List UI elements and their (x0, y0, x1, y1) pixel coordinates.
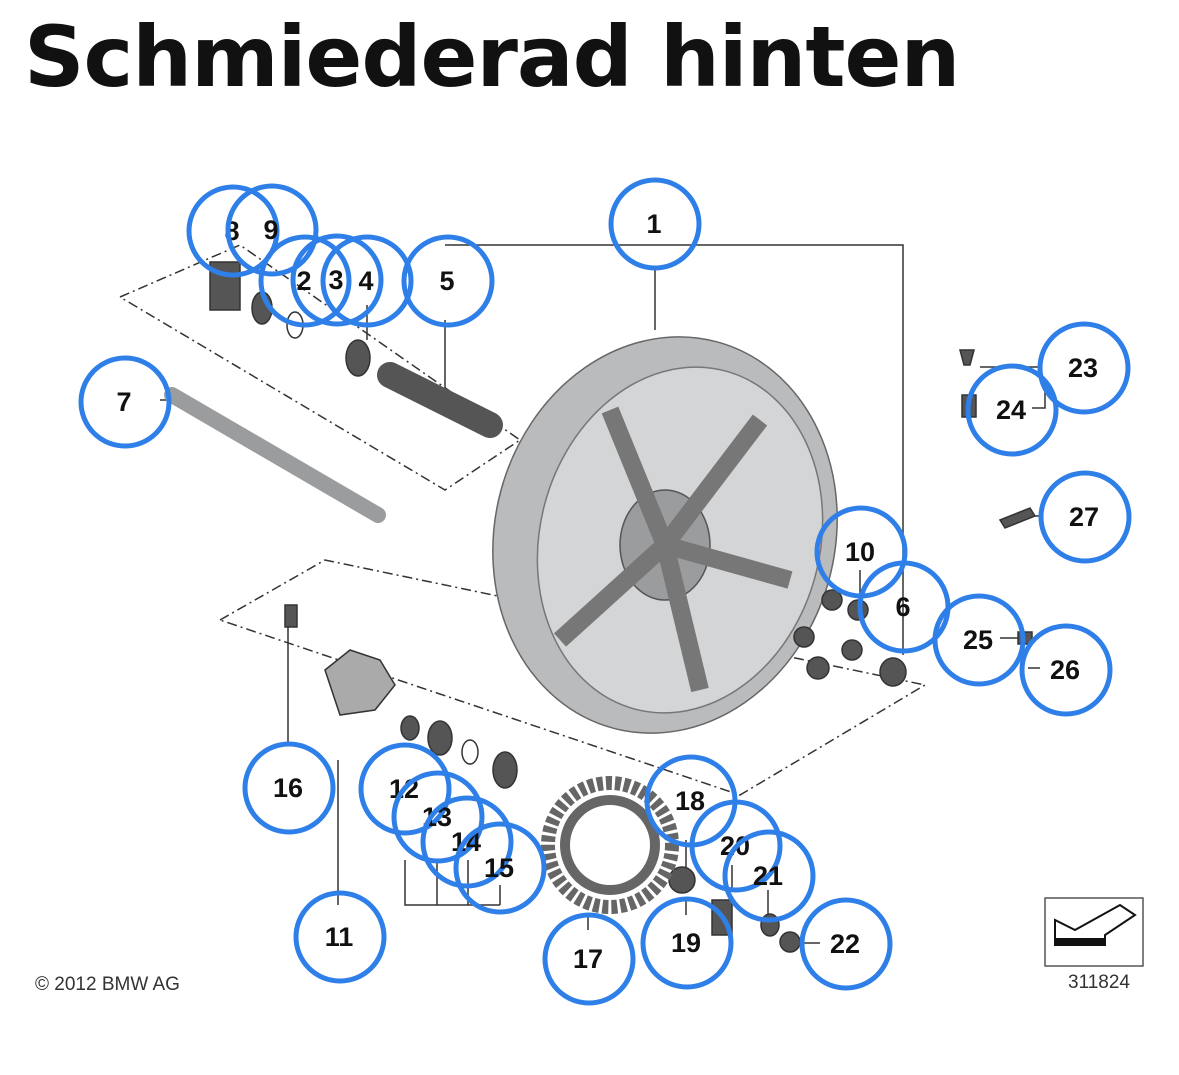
callout-number: 16 (273, 773, 303, 803)
callout-circle (453, 821, 547, 915)
callout-circle (358, 742, 452, 836)
callout-10[interactable]: 10 (814, 505, 908, 599)
group-frame-hub (219, 559, 928, 796)
callout-25[interactable]: 25 (932, 593, 1026, 687)
callout-circle (186, 184, 280, 278)
callout-16[interactable]: 16 (242, 741, 336, 835)
callout-1[interactable]: 1 (608, 177, 702, 271)
callout-15[interactable]: 15 (453, 821, 547, 915)
callout-21[interactable]: 21 (722, 829, 816, 923)
callout-11[interactable]: 11 (293, 890, 387, 984)
page-title: Schmiederad hinten (24, 8, 960, 106)
callout-circle (1038, 470, 1132, 564)
callout-circle (608, 177, 702, 271)
callout-17[interactable]: 17 (542, 912, 636, 1006)
callout-number: 19 (671, 928, 701, 958)
callout-7[interactable]: 7 (78, 355, 172, 449)
callout-circle (542, 912, 636, 1006)
callout-circle (391, 770, 485, 864)
callout-number: 17 (573, 944, 603, 974)
sprocket (541, 776, 679, 914)
spacer-sleeve (377, 362, 503, 438)
callout-5[interactable]: 5 (401, 234, 495, 328)
callout-circle (965, 363, 1059, 457)
callout-circle (640, 896, 734, 990)
copyright-text: © 2012 BMW AG (35, 974, 180, 995)
diagram-number: 311824 (1068, 972, 1130, 993)
callout-number: 7 (116, 387, 131, 417)
callout-circle (1019, 623, 1113, 717)
callout-24[interactable]: 24 (965, 363, 1059, 457)
group-frame-axle (119, 244, 522, 491)
callout-number: 21 (753, 861, 783, 891)
axle (164, 387, 386, 523)
callout-number: 2 (296, 266, 311, 296)
callout-26[interactable]: 26 (1019, 623, 1113, 717)
callout-number: 22 (830, 929, 860, 959)
callout-circle (799, 897, 893, 991)
callout-number: 25 (963, 625, 993, 655)
callout-3[interactable]: 3 (290, 233, 384, 327)
callout-number: 1 (646, 209, 661, 239)
callout-circle (242, 741, 336, 835)
callout-circle (420, 795, 514, 889)
callout-number: 5 (439, 266, 454, 296)
callout-number: 3 (328, 265, 343, 295)
wheel-spokes (553, 406, 793, 693)
callout-circle (78, 355, 172, 449)
callout-23[interactable]: 23 (1037, 321, 1131, 415)
callout-number: 24 (996, 395, 1026, 425)
callout-number: 10 (845, 537, 875, 567)
callout-circle (1037, 321, 1131, 415)
callout-number: 6 (895, 592, 910, 622)
callout-2[interactable]: 2 (258, 234, 352, 328)
callout-circle (290, 233, 384, 327)
callout-19[interactable]: 19 (640, 896, 734, 990)
callout-circle (401, 234, 495, 328)
callout-number: 9 (263, 215, 278, 245)
callout-circle (320, 234, 414, 328)
callout-number: 11 (325, 922, 354, 952)
callout-circle (225, 183, 319, 277)
callout-circle (293, 890, 387, 984)
callout-number: 4 (358, 266, 373, 296)
small-parts (209, 261, 1037, 953)
callout-number: 26 (1050, 655, 1080, 685)
callout-number: 15 (484, 853, 514, 883)
callout-circle (258, 234, 352, 328)
callout-9[interactable]: 9 (225, 183, 319, 277)
callout-circle (722, 829, 816, 923)
callout-number: 27 (1069, 502, 1099, 532)
callout-27[interactable]: 27 (1038, 470, 1132, 564)
callout-number: 23 (1068, 353, 1098, 383)
parts-drawing (119, 244, 1144, 967)
callout-4[interactable]: 4 (320, 234, 414, 328)
callout-circle (932, 593, 1026, 687)
callout-circle (689, 799, 783, 893)
callout-circle (814, 505, 908, 599)
callout-number: 18 (675, 786, 705, 816)
callout-22[interactable]: 22 (799, 897, 893, 991)
